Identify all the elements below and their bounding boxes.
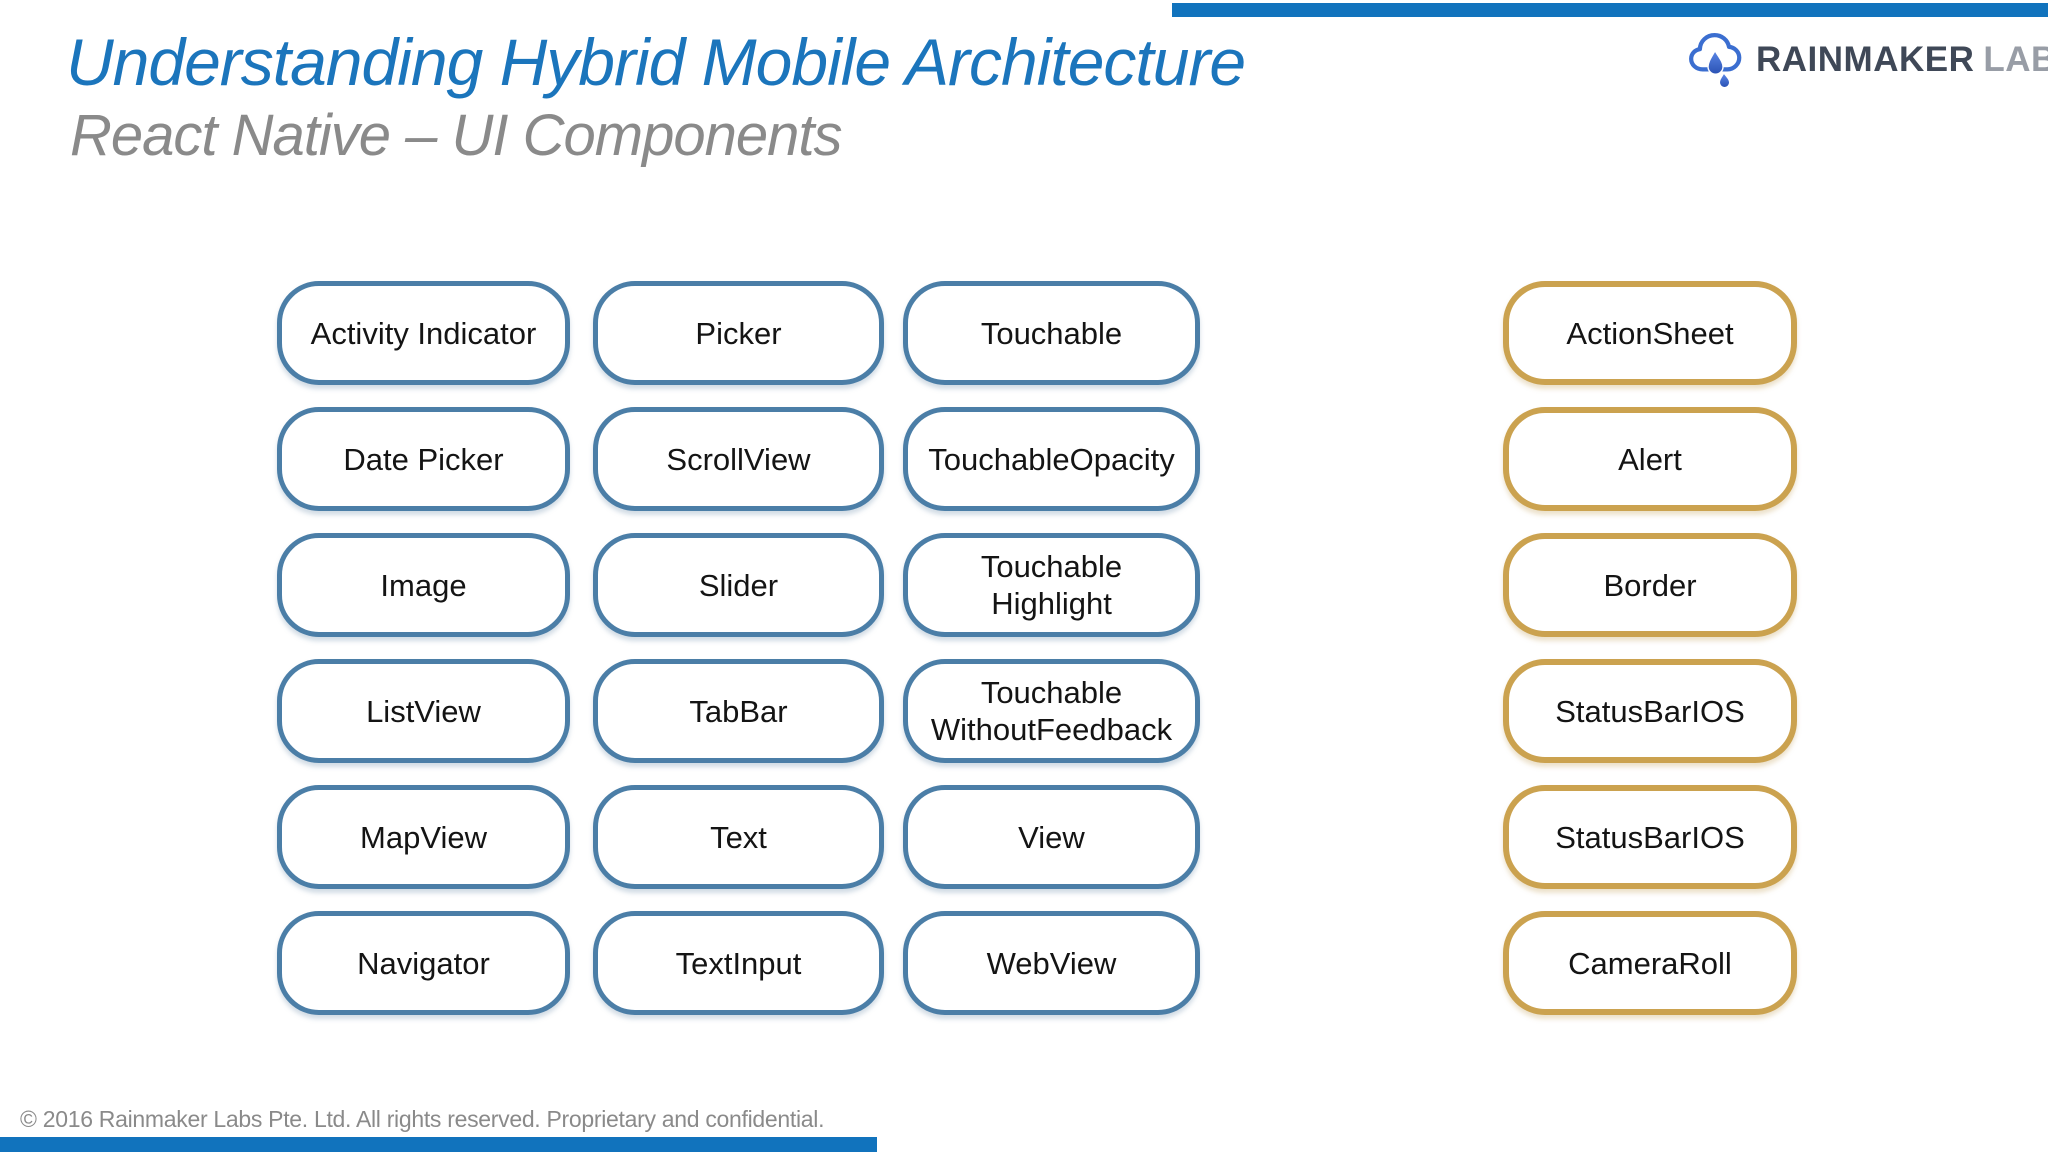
component-pill-border: Border: [1503, 533, 1797, 637]
component-pill-touchableopacity: TouchableOpacity: [903, 407, 1200, 511]
component-pill-slider: Slider: [593, 533, 884, 637]
component-pill-touchable-highlight: Touchable Highlight: [903, 533, 1200, 637]
component-pill-scrollview: ScrollView: [593, 407, 884, 511]
component-pill-mapview: MapView: [277, 785, 570, 889]
component-pill-touchable-withoutfeedback: Touchable WithoutFeedback: [903, 659, 1200, 763]
component-pill-text: Text: [593, 785, 884, 889]
component-pill-image: Image: [277, 533, 570, 637]
copyright-note: © 2016 Rainmaker Labs Pte. Ltd. All righ…: [20, 1106, 825, 1132]
logo-wordmark: RAINMAKERLABS: [1756, 40, 2048, 80]
component-pill-activity-indicator: Activity Indicator: [277, 281, 570, 385]
component-pill-date-picker: Date Picker: [277, 407, 570, 511]
component-pill-listview: ListView: [277, 659, 570, 763]
rainmaker-labs-logo: RAINMAKERLABS: [1686, 26, 2048, 94]
component-pill-webview: WebView: [903, 911, 1200, 1015]
cloud-raindrop-icon: [1689, 33, 1742, 87]
component-pill-picker: Picker: [593, 281, 884, 385]
component-pill-textinput: TextInput: [593, 911, 884, 1015]
top-accent-bar: [1172, 3, 2048, 17]
component-pill-touchable: Touchable: [903, 281, 1200, 385]
logo-brand-text: RAINMAKER: [1756, 40, 1975, 79]
component-pill-navigator: Navigator: [277, 911, 570, 1015]
logo-suffix-text: LABS: [1983, 40, 2048, 79]
component-pill-view: View: [903, 785, 1200, 889]
component-pill-statusbarios: StatusBarIOS: [1503, 785, 1797, 889]
component-pill-actionsheet: ActionSheet: [1503, 281, 1797, 385]
page-subtitle: React Native – UI Components: [70, 103, 842, 168]
component-pill-tabbar: TabBar: [593, 659, 884, 763]
bottom-accent-bar: [0, 1137, 877, 1152]
page-title: Understanding Hybrid Mobile Architecture: [66, 25, 1246, 99]
component-pill-cameraroll: CameraRoll: [1503, 911, 1797, 1015]
component-pill-alert: Alert: [1503, 407, 1797, 511]
component-pill-statusbarios: StatusBarIOS: [1503, 659, 1797, 763]
